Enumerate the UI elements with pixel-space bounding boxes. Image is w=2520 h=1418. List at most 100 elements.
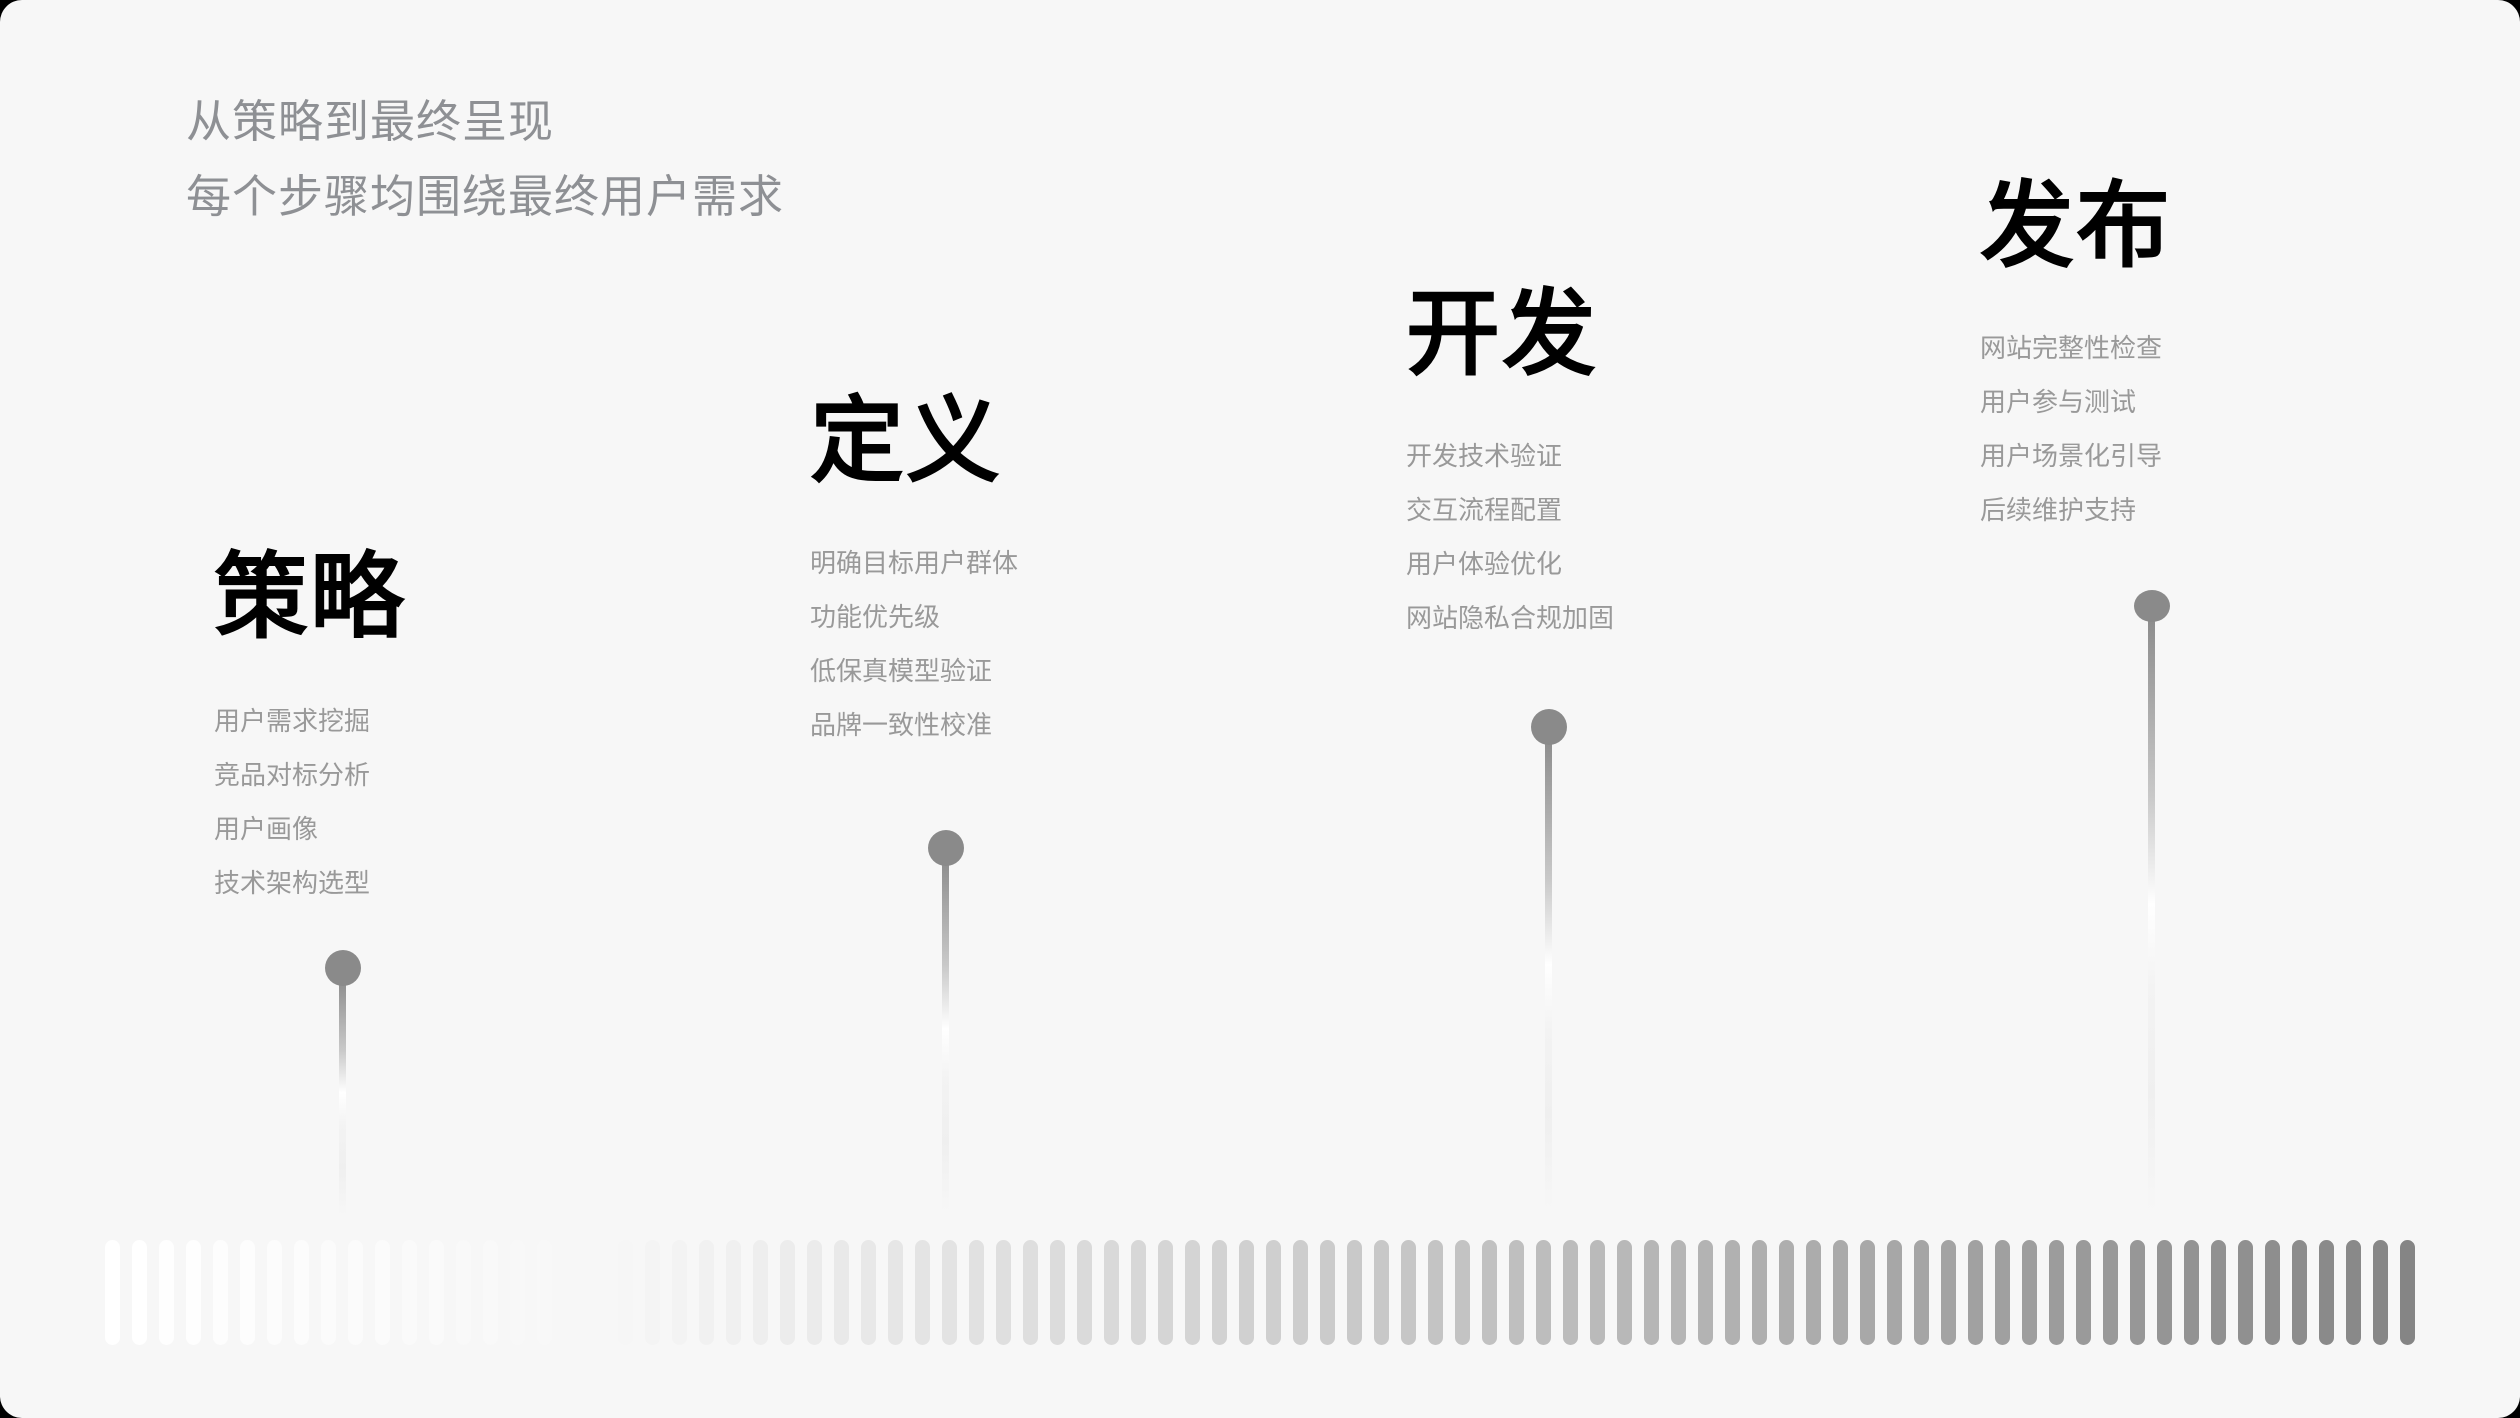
pin-dot: [2134, 590, 2170, 622]
pin-dot: [325, 950, 361, 986]
timeline-bar: [240, 1240, 255, 1345]
stage-item-list: 明确目标用户群体 功能优先级 低保真模型验证 品牌一致性校准: [810, 537, 1018, 753]
timeline-bar: [159, 1240, 174, 1345]
timeline-bar: [1023, 1240, 1038, 1345]
timeline-bar: [2049, 1240, 2064, 1345]
timeline-bar: [186, 1240, 201, 1345]
timeline-bar: [699, 1240, 714, 1345]
timeline-bar: [348, 1240, 363, 1345]
stage-item-list: 网站完整性检查 用户参与测试 用户场景化引导 后续维护支持: [1980, 322, 2162, 538]
timeline-bar: [2022, 1240, 2037, 1345]
stage-item: 网站隐私合规加固: [1406, 604, 1615, 634]
stage-item: 竞品对标分析: [214, 761, 371, 791]
timeline-bar: [591, 1240, 606, 1345]
timeline-bar: [1536, 1240, 1551, 1345]
timeline-bar: [429, 1240, 444, 1345]
timeline-bar: [2238, 1240, 2253, 1345]
timeline-bar: [1131, 1240, 1146, 1345]
stage-item: 技术架构选型: [214, 869, 371, 899]
timeline-bar: [2346, 1240, 2361, 1345]
timeline-bar: [105, 1240, 120, 1345]
pin-stem: [339, 980, 346, 1215]
timeline-bar: [1185, 1240, 1200, 1345]
stage-item: 品牌一致性校准: [810, 711, 993, 741]
timeline-bar: [1671, 1240, 1686, 1345]
timeline-bar: [861, 1240, 876, 1345]
pin-dot: [1531, 709, 1567, 745]
timeline-bar: [1482, 1240, 1497, 1345]
timeline-bar: [1266, 1240, 1281, 1345]
timeline-bar: [1590, 1240, 1605, 1345]
timeline-bar: [1212, 1240, 1227, 1345]
stage-item-list: 开发技术验证 交互流程配置 用户体验优化 网站隐私合规加固: [1406, 430, 1614, 646]
timeline-bar: [834, 1240, 849, 1345]
timeline-bar: [1293, 1240, 1308, 1345]
timeline-bar: [1104, 1240, 1119, 1345]
timeline-bar: [672, 1240, 687, 1345]
timeline-bar: [1617, 1240, 1632, 1345]
timeline-bar: [645, 1240, 660, 1345]
timeline-bar: [1077, 1240, 1092, 1345]
timeline-bar: [1698, 1240, 1713, 1345]
stage-item: 用户画像: [214, 815, 319, 845]
timeline-bar: [2211, 1240, 2226, 1345]
subtitle-line-2: 每个步骤均围绕最终用户需求: [186, 170, 785, 223]
timeline-bar: [2103, 1240, 2118, 1345]
timeline-bar: [1644, 1240, 1659, 1345]
timeline-bar: [1374, 1240, 1389, 1345]
stage-item: 后续维护支持: [1980, 496, 2137, 526]
timeline-bar: [537, 1240, 552, 1345]
stage-title: 发布: [1980, 172, 2173, 281]
stage-item: 功能优先级: [810, 603, 941, 633]
timeline-bar: [321, 1240, 336, 1345]
timeline-bar: [483, 1240, 498, 1345]
timeline-bar: [726, 1240, 741, 1345]
timeline-bar: [1941, 1240, 1956, 1345]
timeline-bar: [1725, 1240, 1740, 1345]
timeline-bar: [1347, 1240, 1362, 1345]
subtitle: 从策略到最终呈现 每个步骤均围绕最终用户需求: [186, 84, 784, 234]
timeline-bar: [510, 1240, 525, 1345]
timeline-bar: [1320, 1240, 1335, 1345]
timeline-bar: [1806, 1240, 1821, 1345]
timeline-bar: [1887, 1240, 1902, 1345]
timeline-bar: [564, 1240, 579, 1345]
timeline-bar: [2292, 1240, 2307, 1345]
timeline-bar: [807, 1240, 822, 1345]
timeline-bar: [2319, 1240, 2334, 1345]
timeline-bar: [132, 1240, 147, 1345]
stage-item: 用户参与测试: [1980, 388, 2137, 418]
timeline-bar: [1455, 1240, 1470, 1345]
timeline-bar: [375, 1240, 390, 1345]
timeline-bar: [213, 1240, 228, 1345]
timeline-bar: [1158, 1240, 1173, 1345]
stage-item: 网站完整性检查: [1980, 334, 2163, 364]
stage-item: 开发技术验证: [1406, 442, 1563, 472]
timeline-bar: [780, 1240, 795, 1345]
timeline-bar: [1995, 1240, 2010, 1345]
stage-title: 策略: [214, 543, 407, 652]
timeline-bar: [1509, 1240, 1524, 1345]
timeline-bar: [1401, 1240, 1416, 1345]
timeline-bar: [2130, 1240, 2145, 1345]
timeline-bar: [969, 1240, 984, 1345]
timeline-bar: [2265, 1240, 2280, 1345]
timeline-bar: [456, 1240, 471, 1345]
timeline-bar: [294, 1240, 309, 1345]
timeline-bar: [915, 1240, 930, 1345]
stage-item: 低保真模型验证: [810, 657, 993, 687]
timeline-bar: [1752, 1240, 1767, 1345]
stage-item: 交互流程配置: [1406, 496, 1563, 526]
timeline-bar: [1050, 1240, 1065, 1345]
stage-item: 用户需求挖掘: [214, 707, 371, 737]
timeline-bar: [1833, 1240, 1848, 1345]
pin-stem: [1545, 739, 1552, 1209]
timeline-bar: [402, 1240, 417, 1345]
timeline-bar: [2157, 1240, 2172, 1345]
timeline-bar: [2400, 1240, 2415, 1345]
timeline-bar: [1860, 1240, 1875, 1345]
timeline-bar: [1779, 1240, 1794, 1345]
timeline-bar: [1914, 1240, 1929, 1345]
stage-item: 明确目标用户群体: [810, 549, 1019, 579]
